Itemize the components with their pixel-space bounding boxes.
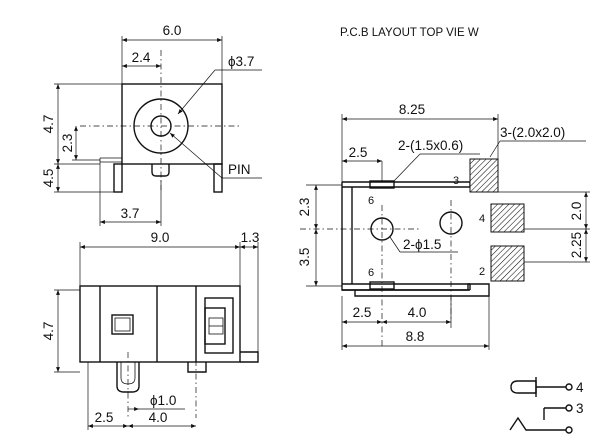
dim-slot: 2-(1.5x0.6) [398,138,463,153]
side-body [79,285,241,363]
front-body [121,83,223,165]
svg-text:6: 6 [368,195,374,207]
side-view: 9.0 1.3 4.7 ϕ1.0 2.5 4.0 [41,230,259,430]
pad-3 [469,158,499,193]
front-right-lead [213,163,223,193]
dim-2-4: 2.4 [132,50,151,65]
pcb-layout: P.C.B LAYOUT TOP VIE W 6 6 3 4 2 8 [297,27,590,350]
dim-6-0: 6.0 [163,23,182,38]
dim-8-25: 8.25 [399,102,425,117]
schematic-pin-3: 3 [576,401,584,416]
svg-text:3: 3 [453,175,459,187]
hole-right [439,211,463,235]
svg-text:2: 2 [479,266,485,278]
pad-4 [490,203,525,233]
pad-2 [490,245,525,282]
dim-2-25-pcb: 2.25 [569,232,584,258]
dim-phi-1-0: ϕ1.0 [150,393,176,408]
dim-3-5-pcb: 3.5 [297,248,312,267]
pin-label: PIN [228,162,251,177]
svg-text:6: 6 [368,267,374,279]
pcb-title: P.C.B LAYOUT TOP VIE W [340,27,479,39]
dim-2-5-pcb-bottom: 2.5 [353,305,372,320]
dim-hole: 2-ϕ1.5 [403,237,441,252]
dim-2-5-pcb-top: 2.5 [349,145,368,160]
dim-4-7-front: 4.7 [41,115,56,134]
dim-1-3: 1.3 [241,230,260,245]
dim-2-0-pcb: 2.0 [569,202,584,221]
schematic-symbol: 4 3 [509,377,584,434]
dim-9-0: 9.0 [151,230,170,245]
dim-2-3-pcb: 2.3 [297,198,312,217]
dim-2-3-front: 2.3 [60,134,75,153]
dim-4-5-front: 4.5 [41,169,56,188]
dim-4-0-pcb-bottom: 4.0 [408,305,427,320]
dim-2-5-side: 2.5 [95,410,114,425]
dim-pad: 3-(2.0x2.0) [500,125,565,140]
schematic-pin-4: 4 [576,380,584,395]
dim-4-0-side: 4.0 [149,410,168,425]
dim-8-8: 8.8 [406,329,425,344]
dim-4-7-side: 4.7 [41,322,56,341]
dim-3-7-front: 3.7 [121,206,140,221]
dim-phi-3-7: ϕ3.7 [228,54,254,69]
svg-text:4: 4 [479,213,485,225]
front-view: 6.0 2.4 ϕ3.7 PIN 4.7 2.3 4.5 3.7 [41,23,262,226]
front-left-lead [113,163,123,193]
side-pin-lead [116,362,140,393]
